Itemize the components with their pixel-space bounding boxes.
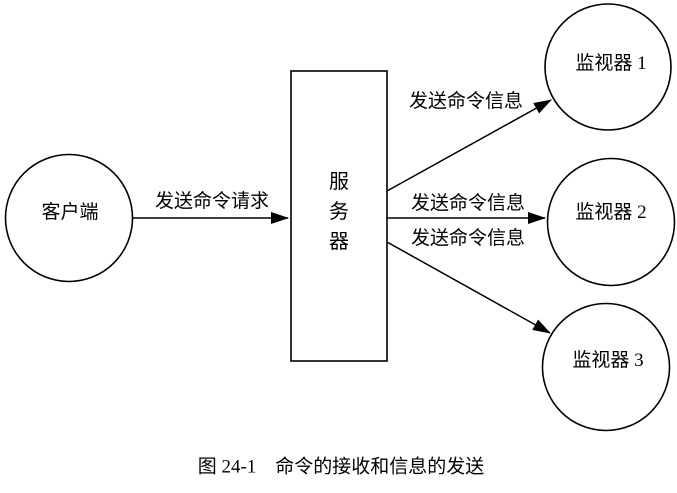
arrow-server-to-monitor-1	[386, 99, 552, 192]
monitor-1-label: 监视器 1	[575, 53, 647, 74]
monitor-3-label: 监视器 3	[572, 350, 644, 371]
client-circle	[4, 153, 134, 283]
figure-caption: 图 24-1 命令的接收和信息的发送	[197, 456, 485, 478]
monitor-2-circle	[546, 157, 676, 287]
arrow-server-to-monitor-3	[386, 241, 551, 334]
info-arrow-label-1: 发送命令信息	[408, 91, 524, 112]
info-arrow-label-2: 发送命令信息	[410, 193, 526, 214]
server-rect	[290, 70, 388, 362]
request-arrow-label: 发送命令请求	[154, 191, 270, 212]
monitor-2-label: 监视器 2	[575, 202, 647, 223]
monitor-3-circle	[541, 302, 671, 432]
monitor-1-circle	[544, 3, 672, 131]
client-label: 客户端	[41, 202, 99, 223]
info-arrow-label-3: 发送命令信息	[410, 228, 526, 249]
server-label: 服务器	[329, 171, 349, 253]
